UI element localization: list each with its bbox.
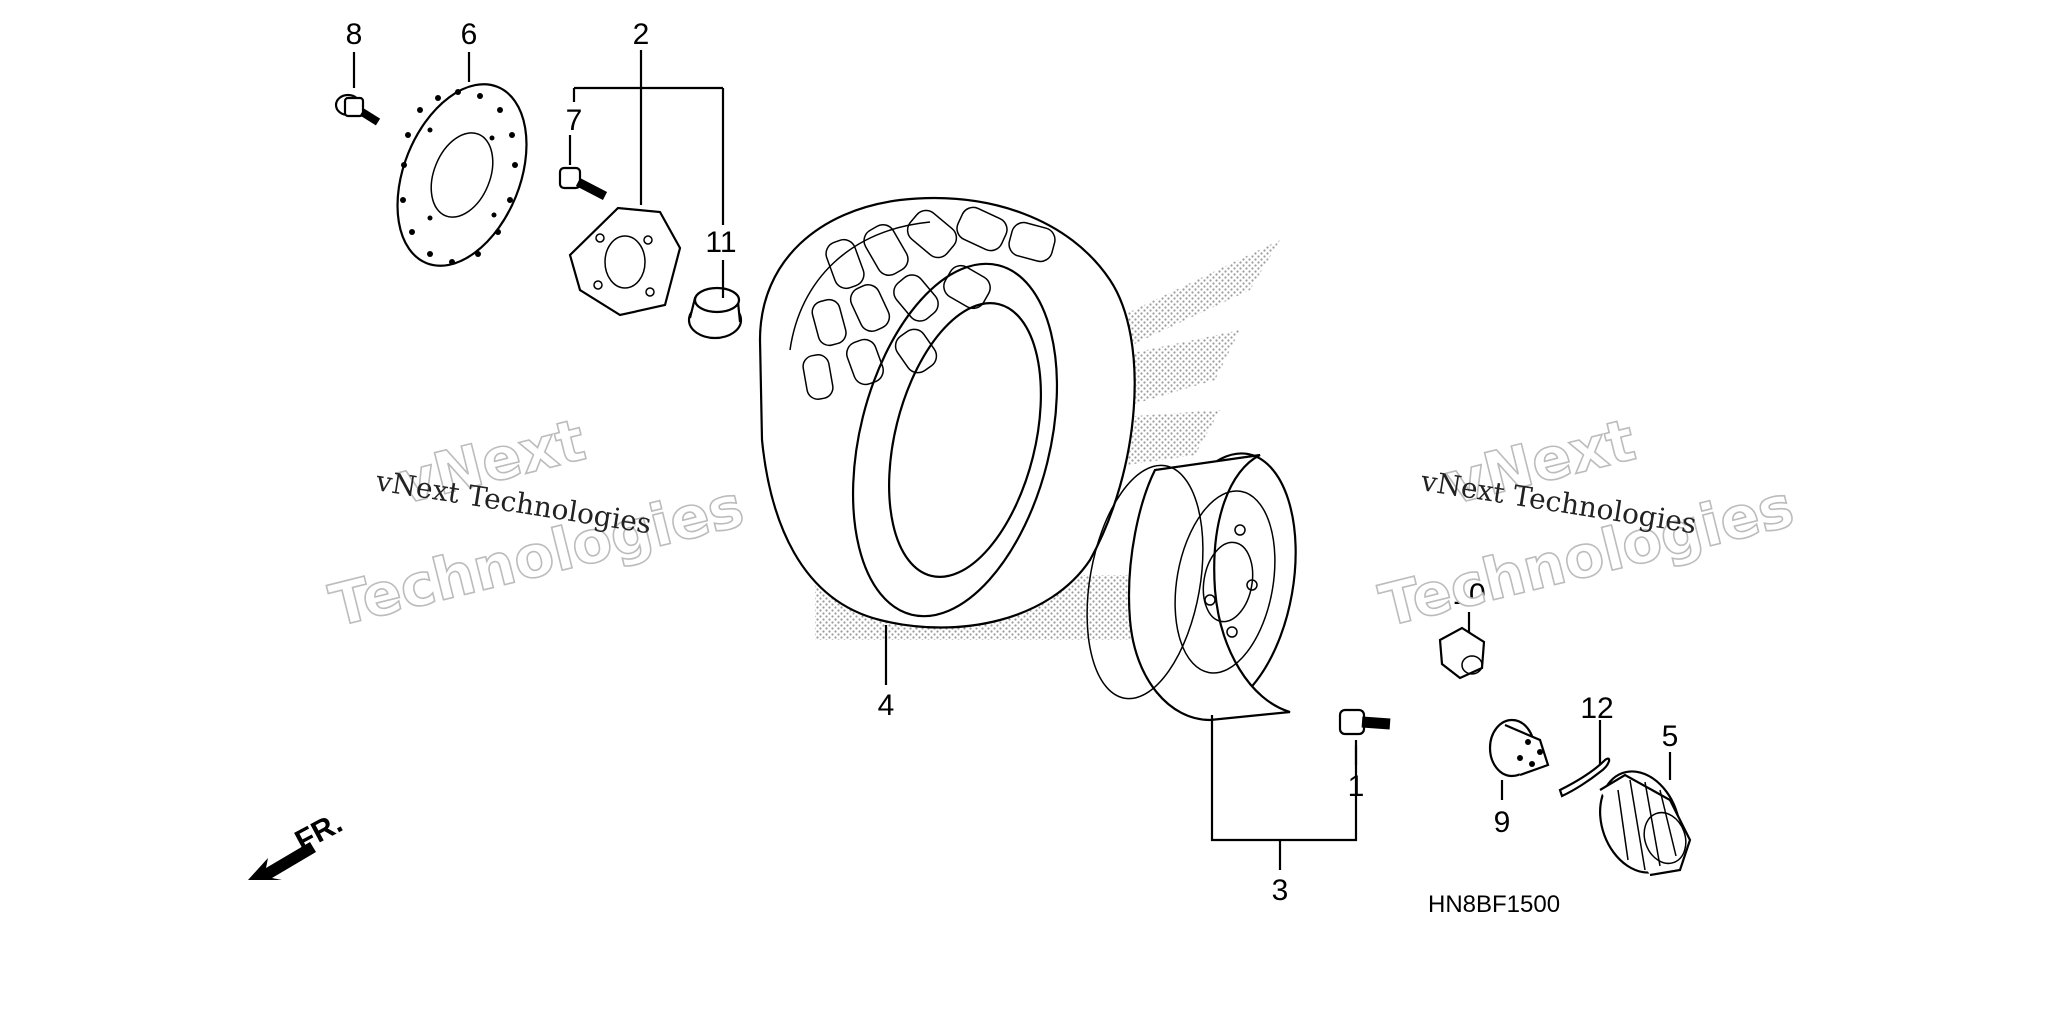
- watermark-left: vNext Technologies vNext Technologies: [322, 405, 750, 641]
- callout-8: 8: [346, 18, 363, 51]
- bolt-part-7: [558, 166, 608, 200]
- callout-10: 10: [1452, 578, 1485, 611]
- watermark-right: vNext Technologies vNext Technologies: [1372, 405, 1800, 641]
- callout-3: 3: [1272, 874, 1289, 907]
- hub-part: [568, 206, 682, 317]
- callout-9: 9: [1494, 806, 1511, 839]
- tire-part: [758, 197, 1136, 629]
- callout-12: 12: [1580, 692, 1613, 725]
- callout-5: 5: [1662, 720, 1679, 753]
- hub-cap-part: [1599, 770, 1692, 877]
- nut-part: [1438, 626, 1486, 680]
- castle-nut-part: [1488, 718, 1550, 778]
- callout-1: 1: [1348, 770, 1365, 803]
- callout-7: 7: [566, 104, 583, 137]
- valve-part: [1338, 708, 1391, 736]
- callout-4: 4: [878, 689, 895, 722]
- collar-part: [687, 286, 743, 340]
- bolt-part-8: [334, 93, 381, 126]
- brake-disc-part: [396, 83, 528, 267]
- callout-2: 2: [633, 18, 650, 51]
- diagram-code: HN8BF1500: [1428, 891, 1560, 918]
- front-direction-marker: FR.: [248, 806, 348, 880]
- callout-11: 11: [705, 226, 736, 259]
- wheel-part: [1086, 452, 1297, 722]
- leader-lines: [352, 50, 1672, 870]
- callout-labels: 8 6 2 7 11 4 3 1 10 9 12 5: [346, 18, 1679, 907]
- callout-6: 6: [461, 18, 478, 51]
- cotter-pin-part: [1558, 757, 1611, 798]
